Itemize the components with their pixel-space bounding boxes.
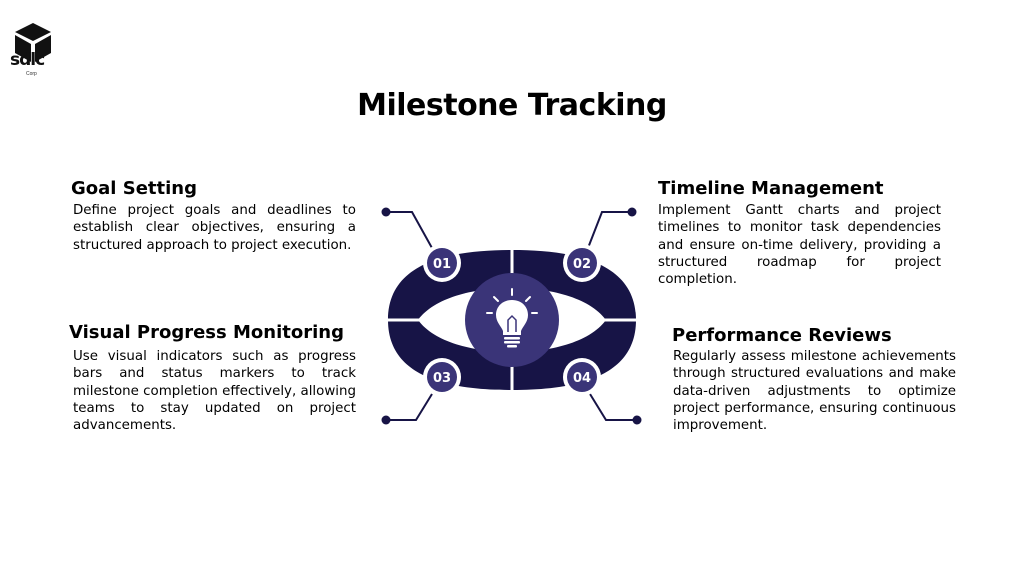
badge-number-04: 04 [573,371,591,386]
badge-number-03: 03 [433,371,451,386]
timeline-management-heading: Timeline Management [658,178,884,199]
connector-01 [386,211,433,249]
performance-reviews-heading: Performance Reviews [672,325,892,346]
connector-dot-01 [381,207,391,217]
brand-logo-icon [15,23,51,62]
goal-setting-heading: Goal Setting [71,178,197,199]
badge-04 [563,358,601,396]
connector-03 [386,393,433,421]
brand-sub: Corp [26,71,37,77]
visual-progress-monitoring-heading: Visual Progress Monitoring [69,322,344,343]
page-title: Milestone Tracking [357,88,667,123]
badge-number-01: 01 [433,257,451,272]
badge-01 [423,244,461,282]
visual-progress-monitoring-description: Use visual indicators such as progress b… [73,349,356,434]
connector-04 [589,393,637,421]
lightbulb-icon [486,288,538,348]
eye-ring [388,250,636,390]
goal-setting-description: Define project goals and deadlines to es… [73,203,356,253]
brand-name: sdlc [10,50,45,70]
badge-03 [423,358,461,396]
badge-number-02: 02 [573,257,591,272]
badge-02 [563,244,601,282]
milestone-diagram: 01 02 03 04 [381,207,642,425]
connector-02 [587,211,632,249]
connector-dot-02 [627,207,637,217]
connector-dot-03 [381,415,391,425]
connector-dot-04 [632,415,642,425]
performance-reviews-description: Regularly assess milestone achievements … [673,349,956,434]
timeline-management-description: Implement Gantt charts and project timel… [658,203,941,288]
